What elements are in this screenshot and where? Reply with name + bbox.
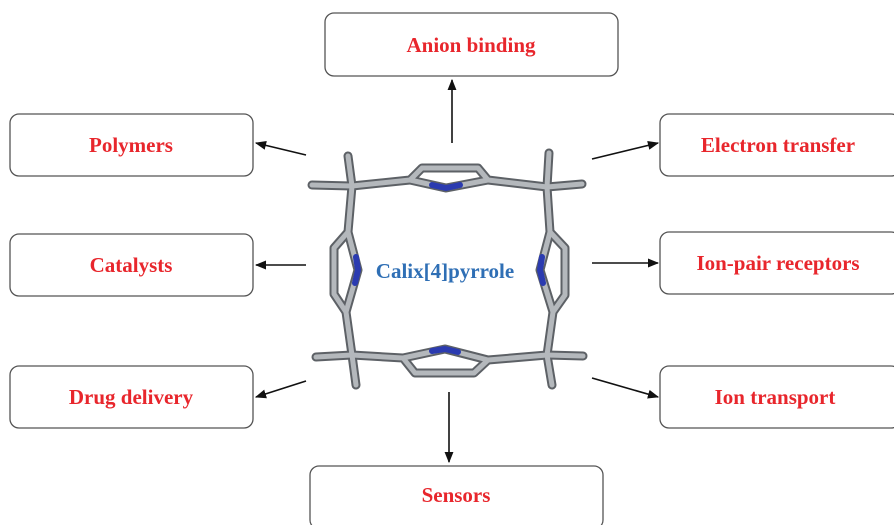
arrows bbox=[254, 78, 660, 464]
label-catalysts: Catalysts bbox=[90, 253, 173, 277]
box-ion-transport: Ion transport bbox=[659, 365, 894, 429]
center-label-calixpyrrole: Calix[4]pyrrole bbox=[376, 259, 514, 283]
arrow-to-electron-transfer bbox=[591, 141, 660, 160]
label-polymers: Polymers bbox=[89, 133, 173, 157]
label-drug-delivery: Drug delivery bbox=[69, 385, 194, 409]
box-sensors: Sensors bbox=[309, 465, 604, 525]
arrow-to-ion-transport bbox=[591, 377, 660, 399]
nitrogen-atoms bbox=[352, 182, 546, 355]
label-anion-binding: Anion binding bbox=[407, 33, 536, 57]
box-ion-pair-receptors: Ion-pair receptors bbox=[659, 231, 894, 295]
box-anion-binding: Anion binding bbox=[324, 12, 619, 77]
arrow-to-polymers bbox=[254, 140, 307, 156]
label-electron-transfer: Electron transfer bbox=[701, 133, 855, 157]
box-catalysts: Catalysts bbox=[9, 233, 254, 297]
label-sensors: Sensors bbox=[422, 483, 491, 507]
box-drug-delivery: Drug delivery bbox=[9, 365, 254, 429]
box-electron-transfer: Electron transfer bbox=[659, 113, 894, 177]
arrow-to-drug-delivery bbox=[254, 380, 307, 399]
box-polymers: Polymers bbox=[9, 113, 254, 177]
calixpyrrole-molecule bbox=[307, 148, 588, 390]
label-ion-transport: Ion transport bbox=[715, 385, 836, 409]
label-ion-pair-receptors: Ion-pair receptors bbox=[696, 251, 859, 275]
